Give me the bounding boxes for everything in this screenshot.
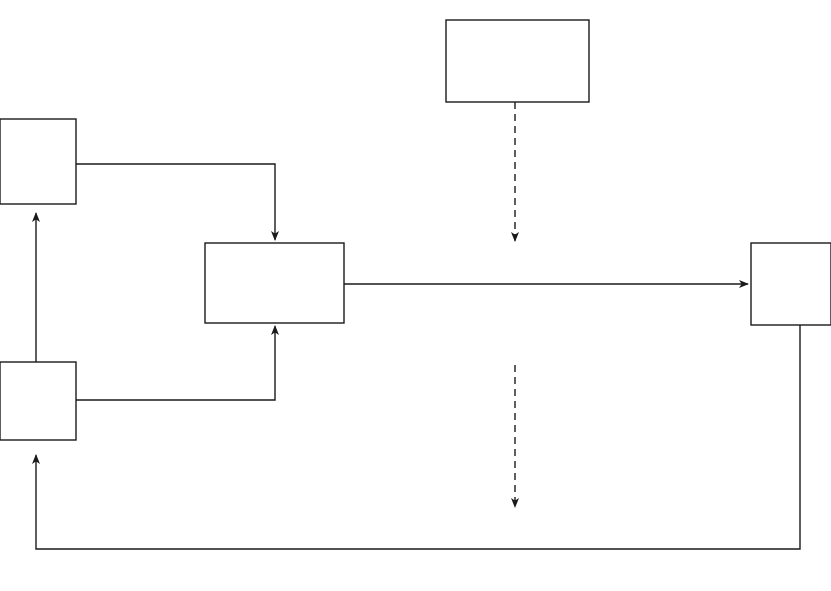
node-top[interactable] — [445, 19, 590, 103]
node-top-left[interactable] — [0, 118, 77, 205]
node-center[interactable] — [204, 242, 345, 324]
node-right[interactable] — [750, 242, 831, 326]
edge-right-feedback-to-bottom-left[interactable] — [32, 325, 801, 550]
node-right-rect[interactable] — [750, 242, 831, 326]
node-bottom-left-rect[interactable] — [0, 361, 77, 441]
edge-top-left-to-center[interactable] — [76, 163, 279, 241]
edge-bottom-left-to-center[interactable] — [76, 325, 279, 401]
node-top-left-rect[interactable] — [0, 118, 77, 205]
node-bottom-left[interactable] — [0, 361, 77, 441]
nodes-layer — [0, 19, 831, 441]
node-top-rect[interactable] — [445, 19, 590, 103]
node-center-rect[interactable] — [204, 242, 345, 324]
edges-layer — [32, 102, 801, 550]
